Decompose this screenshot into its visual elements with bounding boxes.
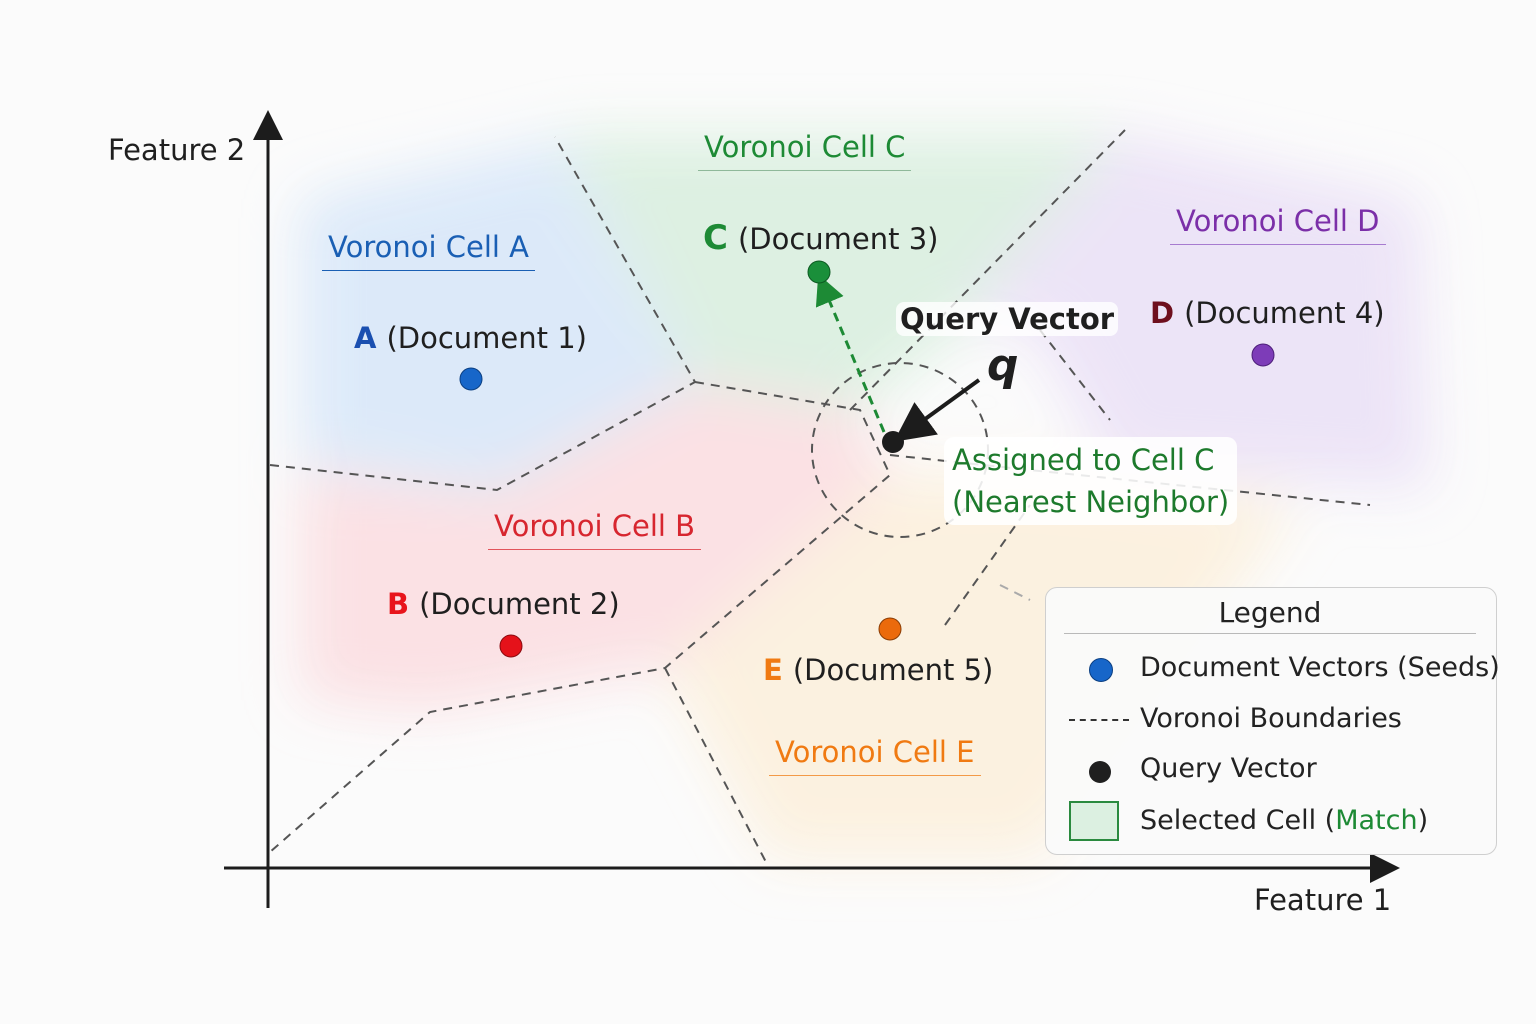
legend-title: Legend — [1064, 596, 1476, 634]
query-vector-label: Query Vector — [896, 302, 1119, 336]
seed-document-e: (Document 5) — [792, 653, 994, 687]
boundary-line — [944, 504, 1031, 626]
cell-title-a: Voronoi Cell A — [322, 230, 536, 271]
seed-letter-b: B — [387, 587, 410, 621]
seed-dot-e — [878, 617, 902, 641]
seed-label-a: A (Document 1) — [354, 321, 587, 355]
legend-item-boundaries: Voronoi Boundaries — [1046, 701, 1496, 741]
boundary-line — [269, 381, 892, 853]
boundary-line — [889, 454, 1371, 506]
cell-e-region — [665, 470, 1300, 860]
cell-d-region — [960, 135, 1430, 490]
seed-dot-b — [499, 634, 523, 658]
cell-a-region — [300, 140, 695, 490]
x-axis-label: Feature 1 — [1254, 883, 1392, 917]
seed-dot-d — [1251, 343, 1275, 367]
boundary-line — [1039, 329, 1111, 421]
cell-title-c: Voronoi Cell C — [698, 130, 912, 171]
legend: Legend Document Vectors (Seeds) Voronoi … — [1045, 587, 1500, 855]
nearest-neighbor-arrow — [815, 274, 886, 433]
seed-document-b: (Document 2) — [419, 587, 620, 621]
boundary-line — [664, 667, 769, 867]
assigned-line-2: (Nearest Neighbor) — [952, 485, 1230, 519]
legend-item-query: Query Vector — [1046, 751, 1496, 791]
cell-c-region — [560, 135, 1120, 410]
y-axis-label: Feature 2 — [108, 133, 246, 167]
legend-label-prefix: Selected Cell ( — [1140, 805, 1336, 836]
query-symbol: q — [987, 340, 1019, 391]
boundary-line — [269, 136, 697, 492]
assigned-annotation: Assigned to Cell C (Nearest Neighbor) — [944, 437, 1238, 525]
assigned-line-1: Assigned to Cell C — [952, 443, 1215, 477]
seed-document-d: (Document 4) — [1184, 296, 1385, 330]
blue-dot-icon — [1089, 658, 1113, 682]
legend-label-suffix: ) — [1417, 805, 1429, 836]
cell-b-region — [300, 382, 890, 712]
legend-item-seeds: Document Vectors (Seeds) — [1046, 650, 1500, 690]
boundary-line — [999, 584, 1031, 601]
query-pointer-arrow — [893, 378, 981, 442]
seed-letter-c: C — [703, 218, 728, 258]
seed-label-b: B (Document 2) — [387, 587, 620, 621]
seed-dot-a — [459, 367, 483, 391]
legend-label: Voronoi Boundaries — [1140, 703, 1402, 734]
seed-document-a: (Document 1) — [386, 321, 587, 355]
legend-label: Document Vectors (Seeds) — [1140, 652, 1500, 683]
legend-label: Selected Cell (Match) — [1140, 805, 1428, 836]
legend-label-highlight: Match — [1335, 805, 1418, 836]
seed-letter-e: E — [763, 653, 783, 687]
seed-document-c: (Document 3) — [737, 222, 939, 256]
legend-label: Query Vector — [1140, 753, 1317, 784]
legend-item-selected: Selected Cell (Match) — [1046, 801, 1496, 843]
seed-letter-d: D — [1150, 296, 1175, 330]
query-dot — [882, 431, 904, 453]
seed-label-c: C (Document 3) — [703, 218, 939, 258]
cell-title-d: Voronoi Cell D — [1170, 204, 1386, 245]
seed-letter-a: A — [354, 321, 377, 355]
cell-title-e: Voronoi Cell E — [769, 735, 981, 776]
black-dot-icon — [1089, 761, 1111, 783]
seed-label-d: D (Document 4) — [1150, 296, 1385, 330]
dashed-line-icon — [1069, 719, 1129, 721]
green-square-icon — [1069, 801, 1119, 841]
seed-dot-c — [807, 260, 831, 284]
cell-title-b: Voronoi Cell B — [488, 509, 702, 550]
seed-label-e: E (Document 5) — [763, 653, 993, 687]
